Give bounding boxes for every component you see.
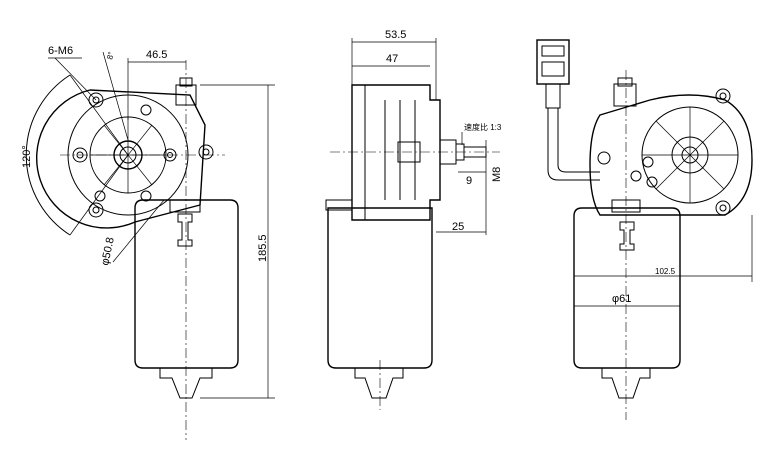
shaft-thread-dim: M8	[491, 167, 503, 182]
ratio-note: 速度比 1:3	[464, 122, 502, 132]
bolt-circle-dim: φ50.8	[99, 236, 117, 266]
motor-dia-dim: φ61	[612, 293, 631, 305]
angle-small-label: 8°	[105, 51, 116, 61]
rear-view: 102.5 φ61	[536, 39, 753, 420]
thread-label: 6-M6	[48, 45, 73, 57]
height-dim: 185.5	[257, 234, 269, 262]
span-dim: 102.5	[655, 267, 676, 276]
side-view: 53.5 47 速度比 1:3 9 M8 25	[325, 29, 503, 410]
offset-dim: 46.5	[146, 49, 167, 61]
overall-depth-dim: 53.5	[385, 29, 406, 41]
front-view: 6-M6 46.5 8° 120° φ50.8 185.5	[21, 45, 275, 440]
gearbox-depth-dim: 47	[386, 53, 398, 65]
angle-big-label: 120°	[21, 145, 33, 168]
shaft-offset-dim: 25	[452, 221, 464, 233]
shaft-len-dim: 9	[466, 175, 472, 187]
